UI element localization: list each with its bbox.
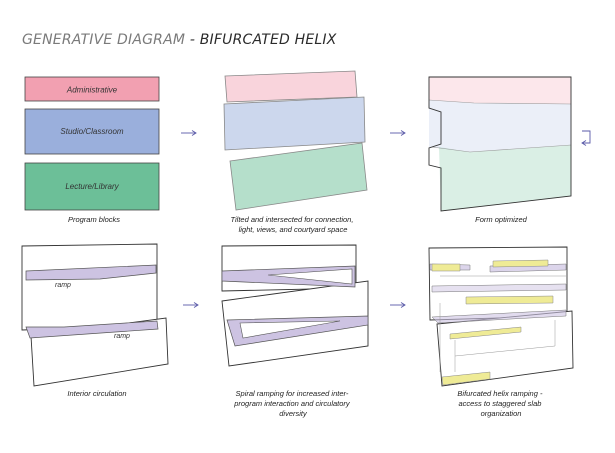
helix-slab-3: [465, 295, 554, 305]
panel-spiral-ramping: [221, 244, 369, 367]
helix-slab-2: [492, 259, 549, 268]
spiral-upper-ramp-void: [267, 268, 353, 285]
helix-slab-1: [431, 263, 461, 272]
tilted-administrative-block: [224, 70, 358, 103]
administrative-label: Administrative: [66, 86, 118, 95]
panel-program-blocks: Administrative Studio/Classroom Lecture/…: [24, 76, 160, 211]
optimized-divider-lower: [431, 144, 572, 153]
helix-upper-slab: [428, 246, 568, 321]
lower-ramp-band: [25, 320, 159, 339]
optimized-lecture-zone: [439, 145, 571, 211]
arrow-right-icon: [183, 302, 199, 308]
optimized-divider-upper: [428, 99, 572, 105]
title-lead: GENERATIVE DIAGRAM: [22, 32, 186, 48]
ramp-label-lower: ramp: [114, 333, 130, 340]
optimized-form-outline: [428, 76, 572, 212]
helix-ramp-mid: [431, 283, 567, 293]
captions: Program blocks Tilted and intersected fo…: [67, 215, 544, 418]
helix-ramp-lower: [431, 309, 567, 324]
circulation-upper-slab: [21, 243, 158, 331]
optimized-studio-zone: [429, 100, 571, 152]
panel-bifurcated-helix: [428, 246, 574, 387]
panel-interior-circulation: ramp ramp: [21, 243, 169, 387]
tilted-lecture-block: [229, 142, 368, 211]
helix-lower-slab: [436, 310, 574, 387]
arrow-right-icon: [390, 302, 406, 308]
arrow-right-icon: [390, 130, 406, 136]
title-separator: -: [185, 32, 200, 48]
helix-guide-4: [454, 345, 556, 357]
page-title: GENERATIVE DIAGRAM - BIFURCATED HELIX: [22, 32, 337, 48]
spiral-lower-ramp-void: [239, 320, 341, 339]
studio-label: Studio/Classroom: [60, 127, 123, 136]
caption-spiral-ramping: Spiral ramping for increased inter- prog…: [233, 389, 352, 418]
caption-program-blocks: Program blocks: [68, 215, 120, 224]
arrow-right-icon: [181, 130, 197, 136]
administrative-block: [24, 76, 160, 102]
panel-form-optimized: [428, 76, 572, 212]
arrow-wrap-icon: [581, 130, 591, 146]
ramp-label-upper: ramp: [55, 282, 71, 289]
studio-block: [24, 108, 160, 155]
title-emphasis: BIFURCATED HELIX: [199, 32, 337, 48]
caption-form-optimized: Form optimized: [475, 215, 528, 224]
helix-slab-4: [449, 326, 522, 340]
upper-ramp-band: [25, 264, 157, 281]
caption-bifurcated-helix: Bifurcated helix ramping - access to sta…: [457, 389, 544, 418]
helix-slab-5: [441, 371, 491, 386]
arrows: [181, 130, 591, 308]
caption-tilted-intersected: Tilted and intersected for connection, l…: [230, 215, 355, 234]
panel-tilted-blocks: [223, 70, 368, 211]
caption-interior-circulation: Interior circulation: [67, 389, 126, 398]
tilted-studio-block: [223, 96, 366, 151]
lecture-block: [24, 162, 160, 211]
optimized-administrative-zone: [429, 77, 571, 104]
lecture-label: Lecture/Library: [65, 182, 119, 191]
